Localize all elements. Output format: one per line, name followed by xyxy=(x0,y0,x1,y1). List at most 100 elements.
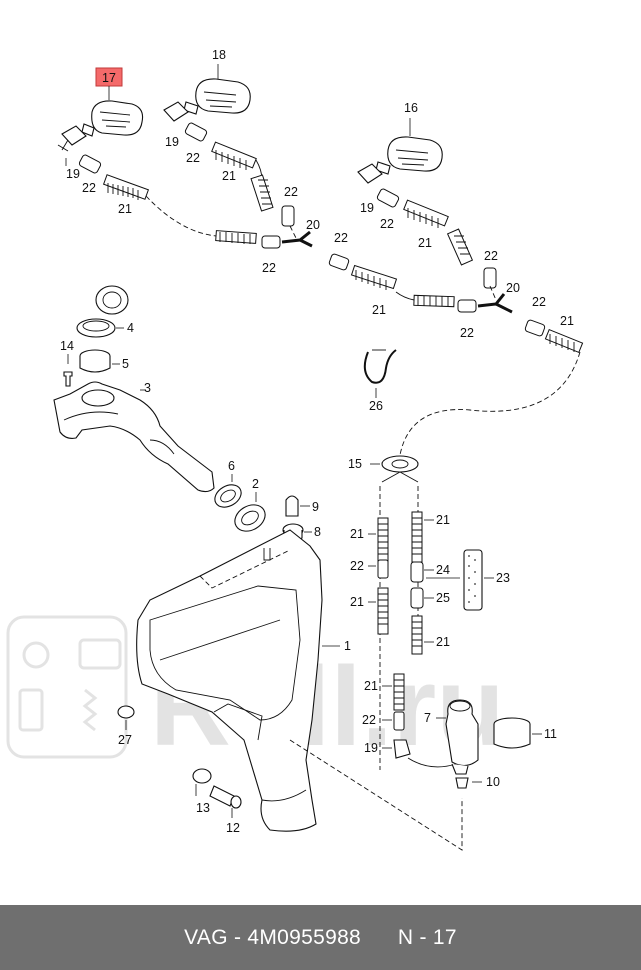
filler-neck-3[interactable]: 3 xyxy=(53,381,215,493)
pump-seal-11[interactable]: 11 xyxy=(493,717,557,749)
hose-connector-22b xyxy=(184,122,208,142)
hose-segment-21i xyxy=(544,328,584,354)
hose-segment-21m xyxy=(411,615,423,655)
callout-22k: 22 xyxy=(362,713,376,727)
nozzle-17[interactable]: 17 xyxy=(57,67,144,152)
callout-22f: 22 xyxy=(262,261,276,275)
callout-22b: 22 xyxy=(186,151,200,165)
callout-7: 7 xyxy=(424,711,431,725)
hose-segment-21e xyxy=(446,228,474,266)
callout-21n: 21 xyxy=(364,679,378,693)
callout-3: 3 xyxy=(144,381,151,395)
hose-connector-22d xyxy=(376,188,400,208)
footer-page-ref: N - 17 xyxy=(397,925,457,949)
callout-9: 9 xyxy=(312,500,319,514)
callout-19b: 19 xyxy=(165,135,179,149)
callout-20a: 20 xyxy=(306,218,320,232)
callout-21l: 21 xyxy=(436,513,450,527)
grommet-2[interactable]: 2 xyxy=(230,477,270,536)
callout-19d: 19 xyxy=(364,741,378,755)
footer-brand: VAG xyxy=(184,925,228,949)
hose-clip-26[interactable]: 26 xyxy=(363,349,397,413)
callout-11: 11 xyxy=(544,727,557,741)
hose-segment-21n xyxy=(393,673,405,711)
bolt-14[interactable]: 14 xyxy=(60,339,74,387)
footer-separator: - xyxy=(227,925,248,949)
callout-5: 5 xyxy=(122,357,129,371)
callout-19c: 19 xyxy=(360,201,374,215)
cap-9[interactable]: 9 xyxy=(285,495,319,517)
callout-18: 18 xyxy=(212,48,226,62)
hose-segment-21c xyxy=(250,174,274,212)
hose-segment-21d xyxy=(403,199,449,228)
part-info-footer: VAG - 4M0955988 N - 17 xyxy=(0,905,641,970)
hose-segment-21j xyxy=(377,517,389,565)
callout-21b: 21 xyxy=(222,169,236,183)
callout-25: 25 xyxy=(436,591,450,605)
nozzle-18[interactable]: 18 xyxy=(163,48,251,122)
callout-14: 14 xyxy=(60,339,74,353)
seal-6[interactable]: 6 xyxy=(211,459,245,512)
callout-13: 13 xyxy=(196,801,210,815)
hose-connector-22i xyxy=(524,319,546,337)
callout-26: 26 xyxy=(369,399,383,413)
hose-segment-21g xyxy=(350,264,398,290)
callout-22j: 22 xyxy=(350,559,364,573)
callout-22e: 22 xyxy=(484,249,498,263)
callout-22a: 22 xyxy=(82,181,96,195)
callout-21d: 21 xyxy=(418,236,432,250)
t-connector-20b xyxy=(477,293,513,314)
protective-sleeve-23[interactable]: 23 xyxy=(426,549,510,611)
callout-21j: 21 xyxy=(350,527,364,541)
callout-22c: 22 xyxy=(284,185,298,199)
callout-12: 12 xyxy=(226,821,240,835)
callout-22h: 22 xyxy=(460,326,474,340)
callout-22d: 22 xyxy=(380,217,394,231)
hose-connector-22f xyxy=(261,235,281,249)
grommet-15[interactable]: 15 xyxy=(348,455,419,473)
callout-21i: 21 xyxy=(560,314,574,328)
callout-21k: 21 xyxy=(350,595,364,609)
hose-segment-21f xyxy=(215,230,257,244)
callout-20b: 20 xyxy=(506,281,520,295)
footer-part-number: 4M0955988 xyxy=(247,925,362,949)
callout-22i: 22 xyxy=(532,295,546,309)
hose-connector-22g xyxy=(328,253,350,271)
hose-segment-21b xyxy=(211,141,257,170)
hose-connector-22j xyxy=(377,559,389,579)
callout-21a: 21 xyxy=(118,202,132,216)
callout-15: 15 xyxy=(348,457,362,471)
callout-4: 4 xyxy=(127,321,134,335)
callout-17: 17 xyxy=(102,71,116,85)
washer-reservoir-1[interactable]: 1 xyxy=(136,529,351,832)
callout-21m: 21 xyxy=(436,635,450,649)
hose-connector-22h xyxy=(457,299,477,313)
callout-19a: 19 xyxy=(66,167,80,181)
hose-segment-21l xyxy=(411,511,423,563)
nozzle-16[interactable]: 16 xyxy=(357,101,443,184)
hose-segment-21k xyxy=(377,587,389,635)
grommet-10[interactable]: 10 xyxy=(455,775,500,789)
washer-pump-7[interactable]: 7 xyxy=(424,699,479,775)
level-sensor-12[interactable]: 12 xyxy=(209,785,242,835)
grommet-27[interactable]: 27 xyxy=(117,705,135,747)
hose-connector-22a xyxy=(78,154,102,174)
valve-25[interactable]: 25 xyxy=(410,587,450,609)
callout-21g: 21 xyxy=(372,303,386,317)
t-connector-20a xyxy=(281,230,313,248)
hose-connector-22e xyxy=(483,267,497,289)
callout-27: 27 xyxy=(118,733,132,747)
valve-24[interactable]: 24 xyxy=(410,561,450,583)
filler-cap-4[interactable]: 4 xyxy=(76,285,134,338)
callout-8: 8 xyxy=(314,525,321,539)
grommet-13[interactable]: 13 xyxy=(192,768,212,815)
filler-seal-5[interactable]: 5 xyxy=(79,349,129,373)
callout-2: 2 xyxy=(252,477,259,491)
exploded-parts-diagram: Rull.ru 17 19 22 21 18 19 22 21 xyxy=(6,48,584,851)
callout-24: 24 xyxy=(436,563,450,577)
callout-1: 1 xyxy=(344,639,351,653)
hose-segment-21a xyxy=(102,174,150,200)
callout-16: 16 xyxy=(404,101,418,115)
connector-19d: 19 xyxy=(364,739,411,759)
hose-connector-22c xyxy=(281,205,295,227)
